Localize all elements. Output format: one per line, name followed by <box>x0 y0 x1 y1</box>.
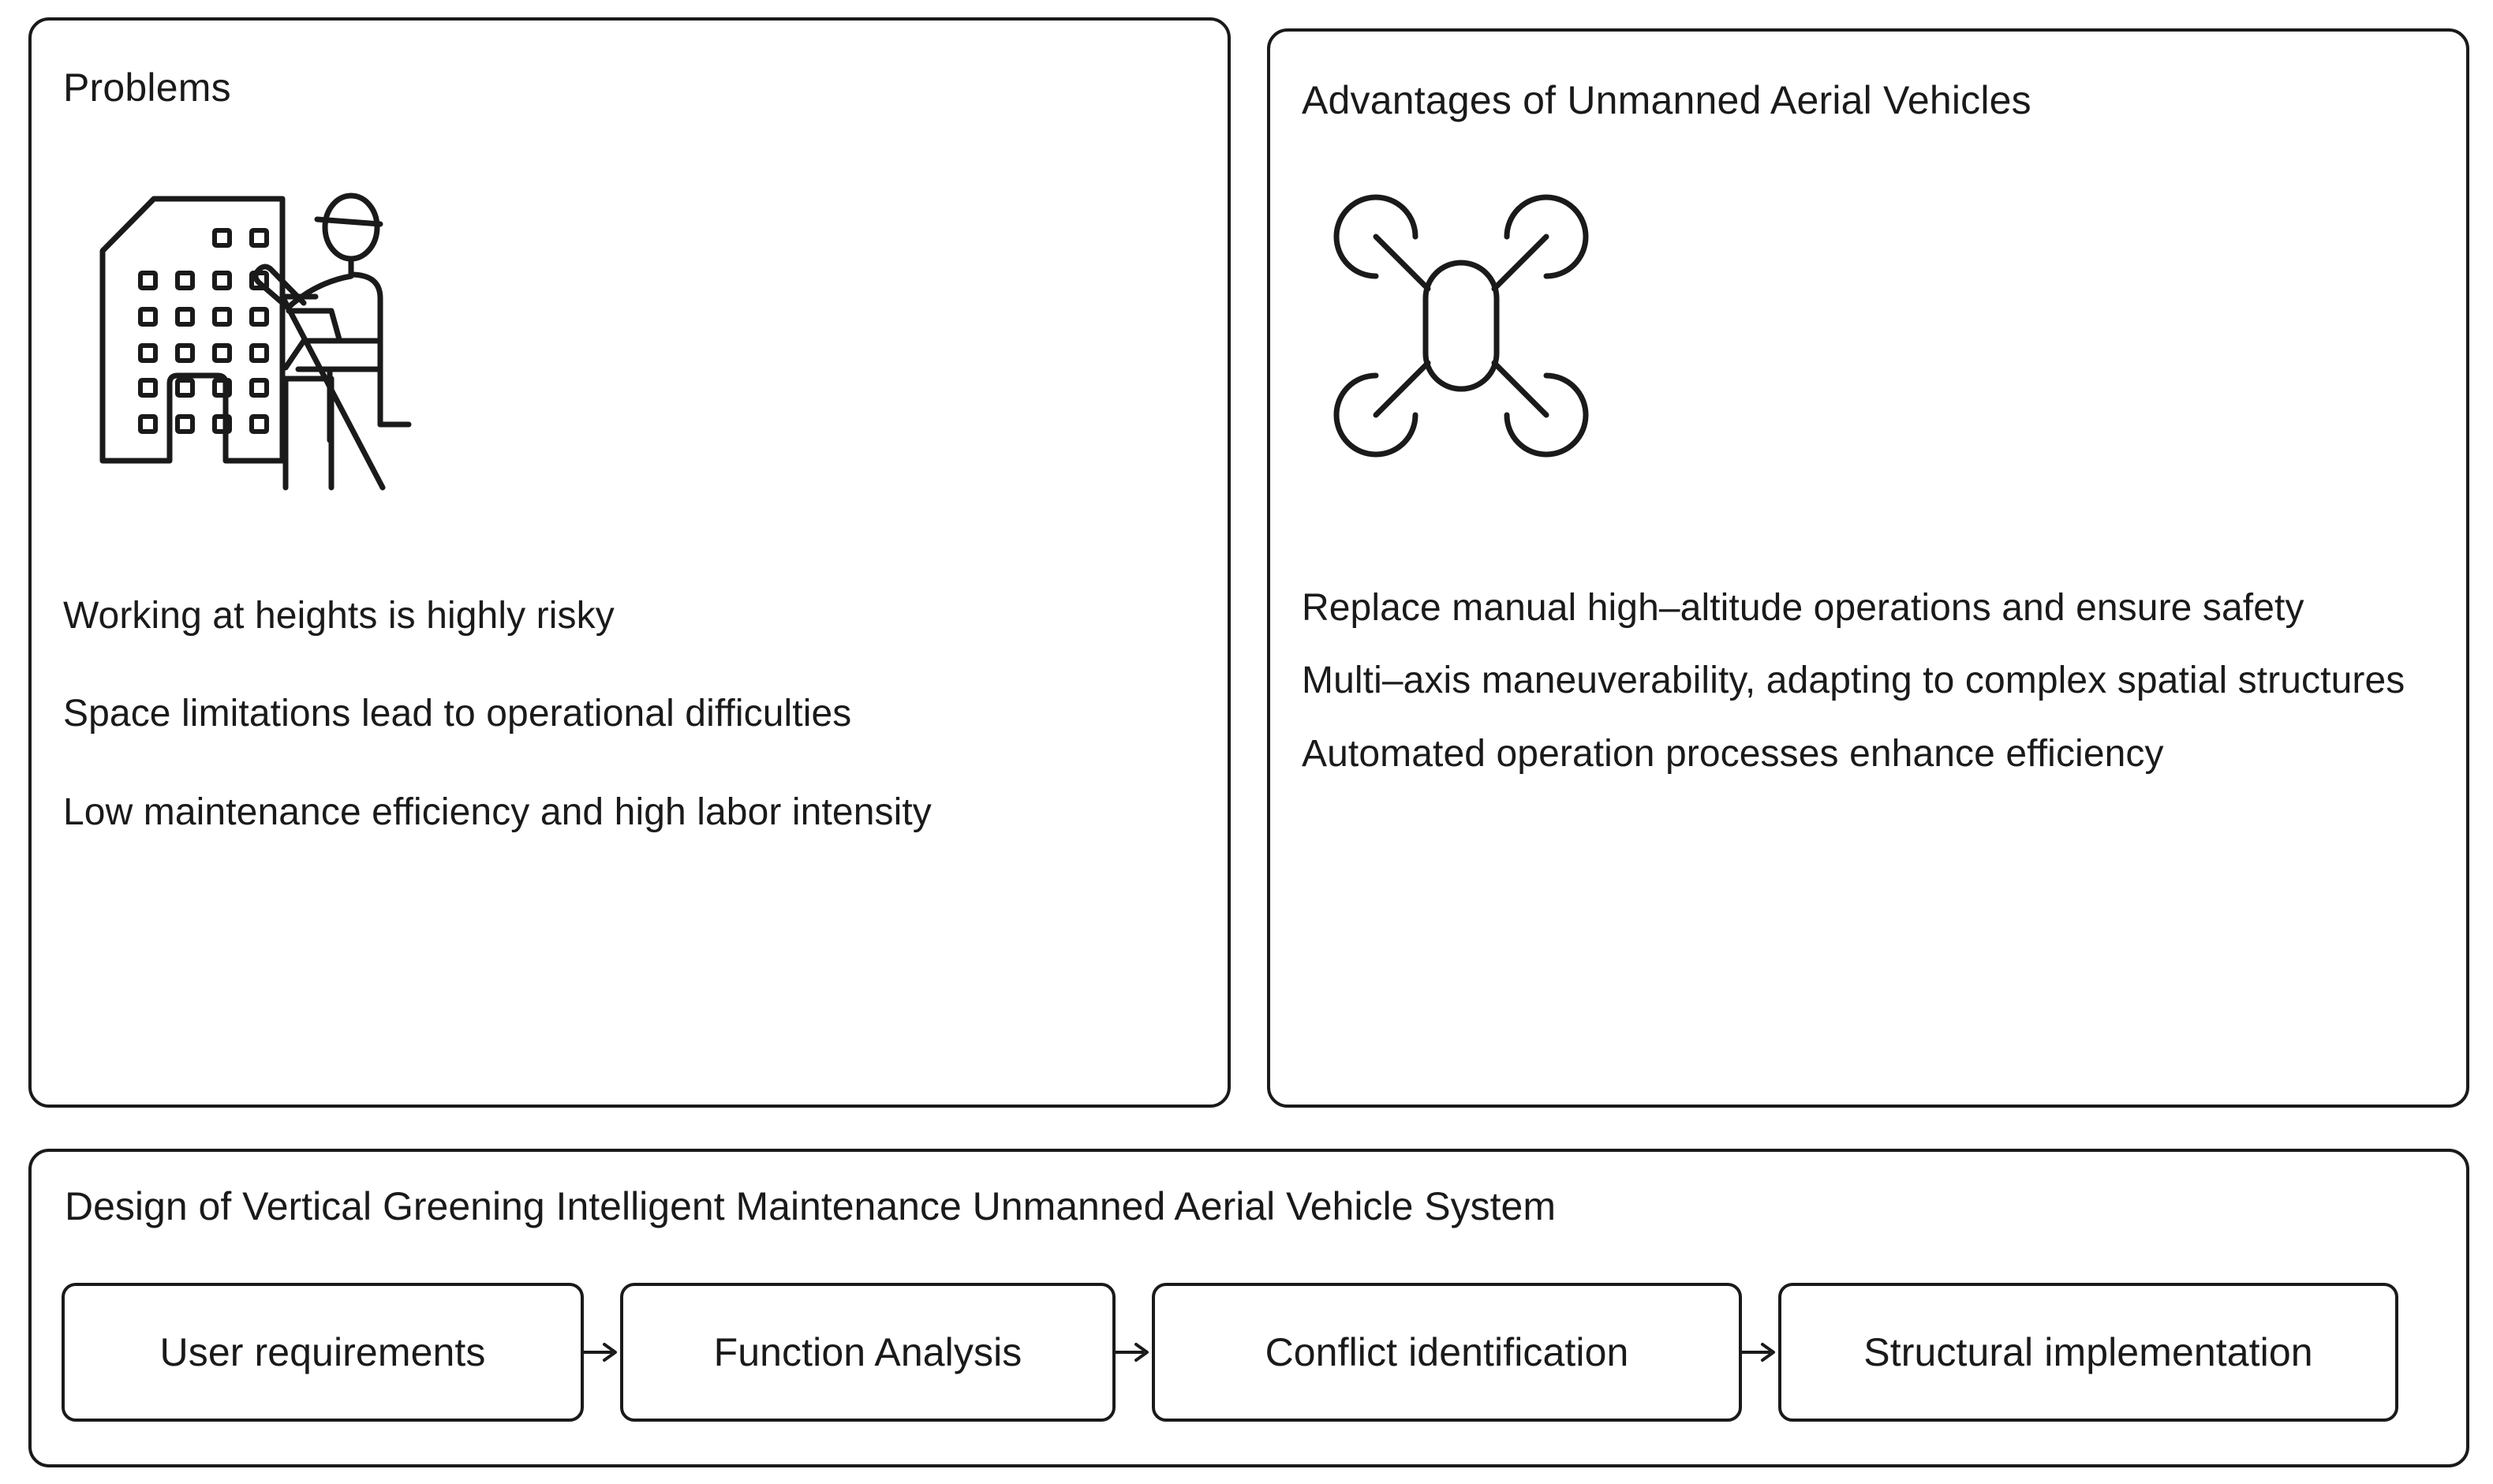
advantages-bullet-list: Replace manual high–altitude operations … <box>1302 584 2422 779</box>
advantages-bullet-2: Multi–axis maneuverability, adapting to … <box>1302 660 2405 702</box>
advantages-panel: Advantages of Unmanned Aerial Vehicles R… <box>1267 28 2469 1108</box>
arrow-right-icon <box>584 1336 620 1368</box>
quadcopter-drone-icon <box>1303 164 1619 480</box>
process-flow: User requirements Function Analysis Conf… <box>62 1283 2441 1422</box>
system-design-panel: Design of Vertical Greening Intelligent … <box>28 1149 2469 1467</box>
flow-step-conflict-identification[interactable]: Conflict identification <box>1152 1283 1742 1422</box>
problems-bullet-1: Working at heights is highly risky <box>63 595 615 637</box>
flow-step-structural-implementation[interactable]: Structural implementation <box>1778 1283 2398 1422</box>
flow-step-function-analysis[interactable]: Function Analysis <box>620 1283 1116 1422</box>
advantages-bullet-1: Replace manual high–altitude operations … <box>1302 587 2304 629</box>
arrow-right-icon <box>1742 1336 1778 1368</box>
problems-panel: Problems <box>28 17 1231 1108</box>
problems-bullet-3: Low maintenance efficiency and high labo… <box>63 791 932 833</box>
system-panel-title: Design of Vertical Greening Intelligent … <box>65 1184 1556 1228</box>
advantages-bullet-3: Automated operation processes enhance ef… <box>1302 732 2164 775</box>
worker-on-ladder-building-icon <box>79 172 412 491</box>
flow-step-user-requirements[interactable]: User requirements <box>62 1283 584 1422</box>
problems-bullet-2: Space limitations lead to operational di… <box>63 693 852 735</box>
advantages-panel-title: Advantages of Unmanned Aerial Vehicles <box>1302 78 2031 122</box>
arrow-right-icon <box>1116 1336 1152 1368</box>
problems-panel-title: Problems <box>63 65 231 110</box>
problems-bullet-list: Working at heights is highly risky Space… <box>63 592 1183 837</box>
